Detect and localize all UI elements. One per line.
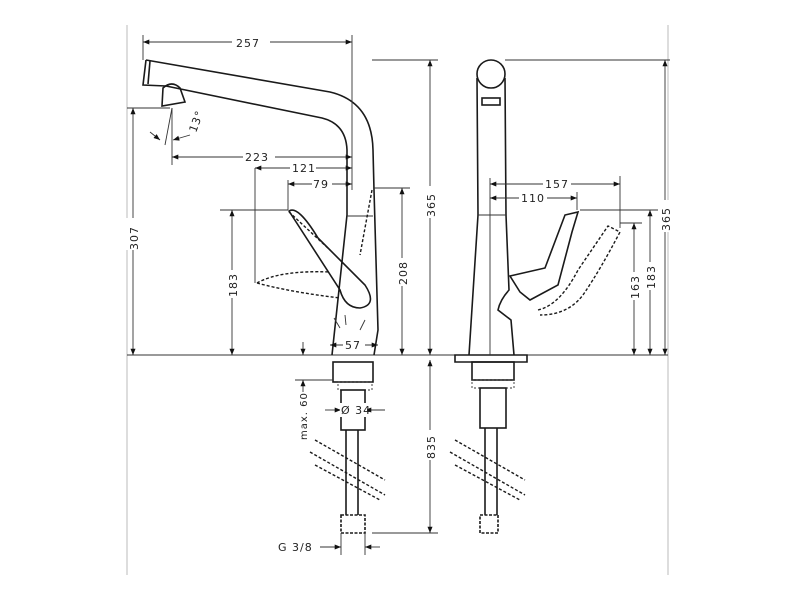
dim-height-163: 163	[629, 275, 642, 299]
dim-hose-length: 835	[425, 435, 438, 459]
front-view-faucet	[449, 59, 621, 534]
dim-max-thickness: max. 60	[299, 392, 310, 440]
dim-shank-diameter: Ø 34	[341, 404, 371, 417]
front-view-dimensions: 157 110 163 183 365	[490, 59, 673, 355]
dim-outlet-height: 307	[128, 226, 141, 250]
front-lever	[508, 210, 580, 301]
dim-spout-reach: 257	[236, 37, 260, 50]
dim-reach-110: 110	[521, 192, 545, 205]
side-view-dimensions: 257 13° 223 121 79 307 183 208	[126, 35, 438, 555]
dim-angle: 13°	[187, 108, 207, 134]
dim-height-183: 183	[645, 265, 658, 289]
dim-total-height-front: 365	[660, 207, 673, 231]
dim-lever-short: 79	[313, 178, 329, 191]
dim-lever-height: 183	[227, 273, 240, 297]
dim-connection-thread: G 3/8	[278, 541, 313, 554]
dim-total-height-side: 365	[425, 193, 438, 217]
dim-reach-157: 157	[545, 178, 569, 191]
aerator	[161, 83, 187, 107]
dim-lever-reach: 121	[292, 162, 316, 175]
side-view-faucet	[142, 59, 386, 534]
dim-base-width: 57	[345, 339, 361, 352]
lever-handle	[287, 209, 372, 309]
dim-outlet-reach: 223	[245, 151, 269, 164]
dim-body-height: 208	[397, 261, 410, 285]
reference-lines	[126, 25, 669, 575]
